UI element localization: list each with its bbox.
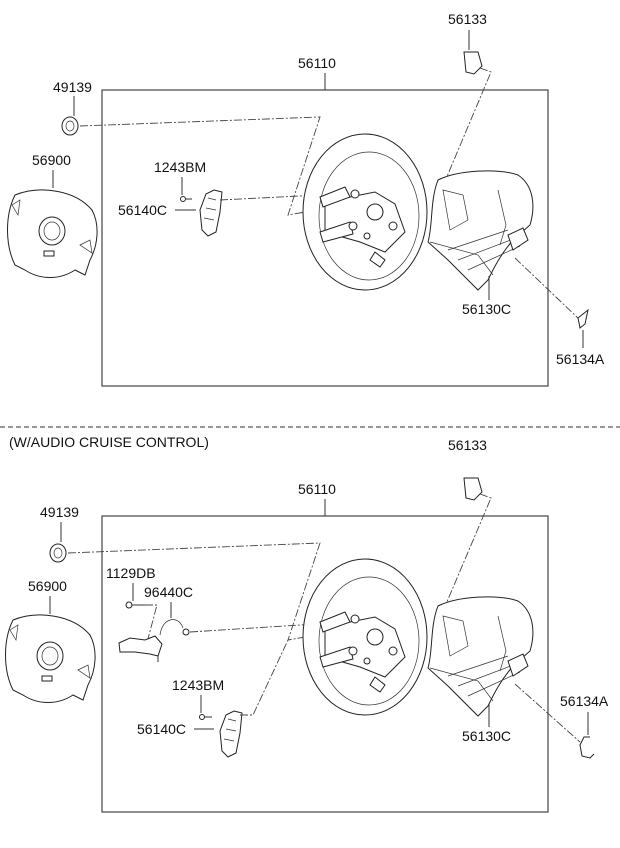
wiring-connector-part-bottom <box>118 635 163 657</box>
label-56110-bottom: 56110 <box>298 481 336 497</box>
section-caption: (W/AUDIO CRUISE CONTROL) <box>9 434 209 450</box>
screw-part-bottom <box>199 714 205 720</box>
label-1243BM-bottom: 1243BM <box>172 677 224 693</box>
label-56900-bottom: 56900 <box>28 578 67 594</box>
label-96440C-bottom: 96440C <box>144 584 193 600</box>
lower-cover-part-bottom <box>427 596 534 717</box>
steering-wheel-part-top <box>302 133 428 291</box>
label-56900-top: 56900 <box>32 152 71 168</box>
label-49139-top: 49139 <box>53 79 92 95</box>
label-56133-bottom: 56133 <box>448 437 487 453</box>
top-section: 56110 56133 49139 56900 1243BM 56140C 56… <box>7 11 605 387</box>
switch-part-bottom <box>219 710 243 758</box>
bolt-part-bottom <box>125 601 133 609</box>
nut-part-bottom <box>49 543 67 563</box>
nut-part-top <box>61 116 79 136</box>
screw-part-top <box>180 196 186 202</box>
bottom-section: 56110 56133 49139 56900 1129DB 96440C 12… <box>5 437 609 813</box>
label-56140C-top: 56140C <box>118 202 167 218</box>
label-1243BM-top: 1243BM <box>154 159 206 175</box>
cover-cap-part-top <box>577 308 589 329</box>
label-49139-bottom: 49139 <box>40 504 79 520</box>
label-56140C-bottom: 56140C <box>137 721 186 737</box>
cover-clip-part-bottom <box>579 736 595 759</box>
label-56134A-top: 56134A <box>556 351 605 367</box>
airbag-module-part-bottom <box>5 614 96 703</box>
steering-wheel-part-bottom <box>302 558 428 716</box>
lower-cover-part-top <box>427 170 534 291</box>
horn-pad-part-bottom <box>463 477 483 501</box>
label-1129DB-bottom: 1129DB <box>106 565 156 581</box>
airbag-module-part-top <box>7 189 98 278</box>
label-56133-top: 56133 <box>448 11 487 27</box>
label-56130C-top: 56130C <box>462 301 511 317</box>
label-56130C-bottom: 56130C <box>462 728 511 744</box>
switch-part-top <box>199 189 223 237</box>
label-56110-top: 56110 <box>298 55 336 71</box>
label-56134A-bottom: 56134A <box>560 693 609 709</box>
horn-pad-part-top <box>463 51 483 75</box>
